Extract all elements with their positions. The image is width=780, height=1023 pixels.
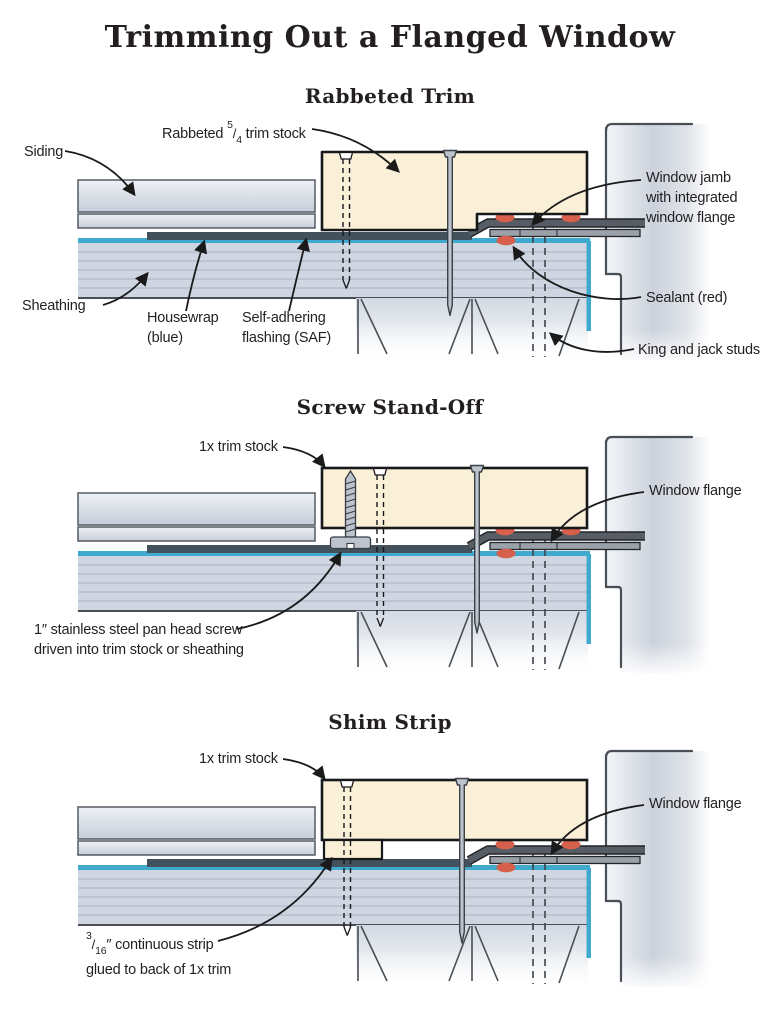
trim-nail xyxy=(454,777,470,944)
siding-arrow xyxy=(64,150,136,197)
saf-arrow xyxy=(288,237,310,312)
diagram-rabbeted-trim xyxy=(64,124,714,364)
leader-arrows xyxy=(64,128,642,353)
label-king-jack-studs: King and jack studs xyxy=(638,342,760,358)
page-title: Trimming Out a Flanged Window xyxy=(104,20,676,55)
1x-trim-stock xyxy=(320,466,589,530)
diagram-screw-stand-off xyxy=(78,437,714,677)
hidden-nail xyxy=(339,779,355,936)
label-sealant: Sealant (red) xyxy=(646,290,728,306)
sheathing-arrow xyxy=(102,271,149,306)
trim-nail xyxy=(442,149,458,317)
label-self-adhering-flashing: Self-adhering flashing (SAF) xyxy=(242,310,332,346)
housewrap-arrow xyxy=(185,239,207,312)
leader-arrows xyxy=(236,446,645,630)
leader-arrows xyxy=(217,758,645,942)
section-title-rabbeted-trim: Rabbeted Trim xyxy=(304,84,476,108)
section-title-screw-stand-off: Screw Stand-Off xyxy=(296,395,484,419)
trim-stock-arrow xyxy=(282,446,326,469)
window-flange-arrow xyxy=(550,491,645,543)
label-housewrap: Housewrap (blue) xyxy=(147,310,219,346)
trim-nail xyxy=(469,464,485,634)
label-1x-trim-stock: 1x trim stock xyxy=(199,439,278,455)
label-window-flange: Window flange xyxy=(649,483,742,499)
label-1x-trim-stock: 1x trim stock xyxy=(199,751,278,767)
trim-stock-arrow xyxy=(311,128,400,173)
king-jack-arrow xyxy=(548,332,635,353)
label-window-jamb: Window jamb with integrated window flang… xyxy=(646,170,738,226)
label-siding: Siding xyxy=(24,144,64,160)
label-pan-head-screw: 1″ stainless steel pan head screw driven… xyxy=(34,622,244,658)
hidden-nail xyxy=(372,467,388,627)
diagram-shim-strip xyxy=(78,751,714,991)
label-rabbeted-trim-stock: Rabbeted 5/4 trim stock xyxy=(162,119,306,146)
shim-strip xyxy=(322,838,384,861)
pan-head-screw xyxy=(329,469,372,550)
screw-arrow xyxy=(236,551,342,630)
label-window-flange: Window flange xyxy=(649,796,742,812)
window-jamb-arrow xyxy=(531,179,642,227)
trim-stock-arrow xyxy=(282,758,326,781)
window-flange-arrow xyxy=(550,804,645,856)
section-title-shim-strip: Shim Strip xyxy=(328,710,452,734)
hidden-nail xyxy=(338,151,354,289)
1x-trim-stock xyxy=(320,778,589,842)
sealant-arrow xyxy=(512,245,642,300)
strip-arrow xyxy=(217,856,333,942)
label-sheathing: Sheathing xyxy=(22,298,86,314)
